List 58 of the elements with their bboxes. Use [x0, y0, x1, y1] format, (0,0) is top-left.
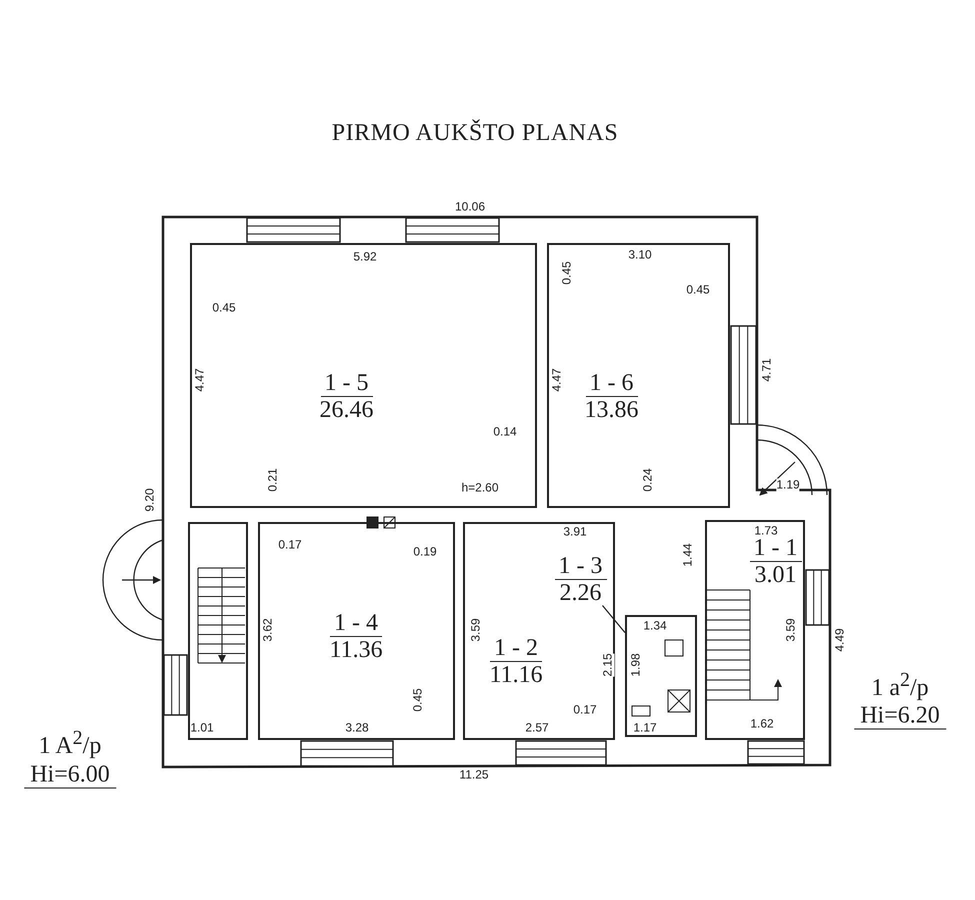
floor-note: 1 A$^{2}$/p — [38, 726, 102, 759]
dimension-label: 0.19 — [413, 546, 437, 558]
dimension-label: 1.73 — [754, 524, 778, 538]
room-outline — [190, 243, 537, 508]
dimension-label: 1.44 — [682, 543, 694, 567]
dimension-label: 0.45 — [686, 284, 710, 296]
room-area: 2.26 — [560, 580, 602, 606]
dimension-label: 2.57 — [525, 722, 549, 734]
leader-line — [602, 605, 626, 633]
dimension-label: 3.28 — [345, 722, 369, 734]
dimension-label: 0.17 — [573, 704, 597, 716]
dimension-label: 0.17 — [278, 538, 302, 552]
dimension-label: 0.24 — [642, 468, 654, 492]
dimension-label: 4.47 — [550, 368, 564, 392]
dimension-label: 3.59 — [470, 618, 482, 642]
dimension-label: 3.91 — [563, 526, 587, 538]
room-outline — [547, 243, 730, 508]
floor-note: Hi=6.00 — [24, 762, 116, 788]
dimension-label: 5.92 — [353, 250, 377, 264]
room-outline — [625, 615, 697, 737]
dimension-label: 1.19 — [776, 478, 800, 492]
dimension-label: 0.14 — [493, 426, 517, 438]
room-outline — [188, 522, 248, 740]
dimension-label: 1.17 — [633, 722, 657, 734]
room-number: 1 - 4 — [330, 610, 382, 636]
dimension-label: 3.10 — [628, 248, 652, 262]
dimension-label: 3.59 — [784, 618, 798, 642]
room-outline — [705, 520, 805, 740]
dimension-label: 0.21 — [266, 468, 280, 492]
floor-note: 1 a$^{2}$/p — [871, 668, 929, 701]
dimension-label: 1.98 — [630, 653, 642, 677]
dimension-label: h=2.60 — [461, 482, 499, 494]
dimension-label: 2.15 — [602, 653, 614, 677]
dimension-label: 1.01 — [190, 722, 214, 734]
dimension-label: 1.34 — [643, 620, 667, 632]
room-number: 1 - 2 — [490, 634, 542, 662]
room-number: 1 - 6 — [586, 370, 638, 396]
room-number: 1 - 5 — [320, 370, 372, 396]
room-area: 11.36 — [330, 636, 383, 662]
room-area: 26.46 — [320, 396, 374, 422]
dimension-label: 4.47 — [194, 368, 206, 392]
dimension-label: 9.20 — [144, 488, 156, 512]
room-area: 11.16 — [490, 662, 543, 688]
dimension-label: 4.71 — [760, 358, 774, 382]
dimension-label: 0.45 — [412, 688, 424, 712]
room-outline — [258, 522, 455, 740]
dimension-label: 0.45 — [212, 302, 236, 314]
dimension-label: 10.06 — [454, 200, 486, 214]
floor-note: Hi=6.20 — [854, 702, 946, 730]
room-area: 3.01 — [754, 562, 796, 588]
dimension-label: 3.62 — [262, 618, 274, 642]
dimension-label: 0.45 — [560, 261, 574, 285]
dimension-label: 11.25 — [459, 768, 489, 782]
dimension-label: 1.62 — [750, 718, 774, 730]
dimension-label: 4.49 — [834, 628, 846, 652]
room-number: 1 - 3 — [554, 552, 606, 580]
plan-title: PIRMO AUKŠTO PLANAS — [330, 120, 620, 147]
room-area: 13.86 — [584, 396, 638, 422]
